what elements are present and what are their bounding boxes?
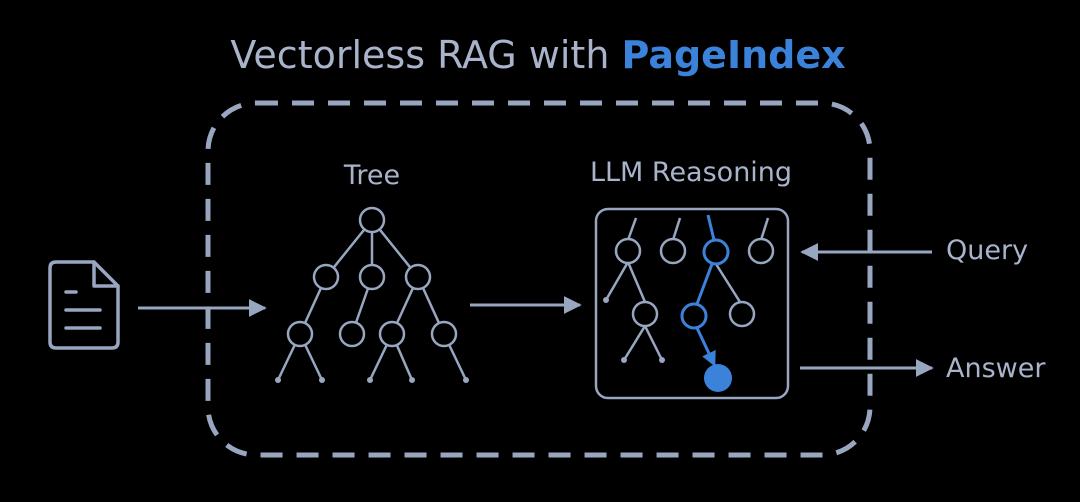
reasoning-node bbox=[659, 237, 687, 265]
reasoning-graph bbox=[603, 217, 775, 363]
document-icon bbox=[48, 260, 120, 350]
answer-label: Answer bbox=[946, 353, 1046, 384]
tree-node bbox=[378, 320, 406, 348]
title-prefix: Vectorless RAG with bbox=[230, 33, 621, 77]
title-highlight: PageIndex bbox=[622, 33, 846, 77]
tree-node bbox=[358, 206, 386, 234]
tree-node bbox=[430, 320, 458, 348]
reasoning-node bbox=[631, 300, 659, 328]
reasoning-path bbox=[680, 214, 732, 392]
diagram-title: Vectorless RAG with PageIndex bbox=[230, 33, 845, 77]
tree-label: Tree bbox=[343, 160, 400, 191]
pipeline-container bbox=[205, 100, 873, 458]
reasoning-box bbox=[594, 207, 790, 400]
query-label: Query bbox=[946, 235, 1028, 266]
reasoning-path-node bbox=[702, 238, 730, 266]
tree-leaf bbox=[409, 377, 415, 383]
reasoning-node bbox=[747, 237, 775, 265]
tree-node bbox=[312, 263, 340, 291]
tree-graph bbox=[275, 206, 469, 383]
reasoning-node bbox=[728, 300, 756, 328]
reasoning-leaf bbox=[621, 357, 627, 363]
tree-leaf bbox=[367, 377, 373, 383]
reasoning-leaf bbox=[603, 297, 609, 303]
answer-node bbox=[704, 364, 732, 392]
tree-node bbox=[404, 263, 432, 291]
reasoning-leaf bbox=[659, 357, 665, 363]
tree-node bbox=[338, 320, 366, 348]
reasoning-node bbox=[614, 237, 642, 265]
tree-leaf bbox=[275, 377, 281, 383]
reasoning-label: LLM Reasoning bbox=[590, 157, 792, 188]
tree-leaf bbox=[463, 377, 469, 383]
tree-node bbox=[358, 263, 386, 291]
tree-node bbox=[286, 320, 314, 348]
tree-leaf bbox=[319, 377, 325, 383]
reasoning-path-node bbox=[680, 302, 708, 330]
